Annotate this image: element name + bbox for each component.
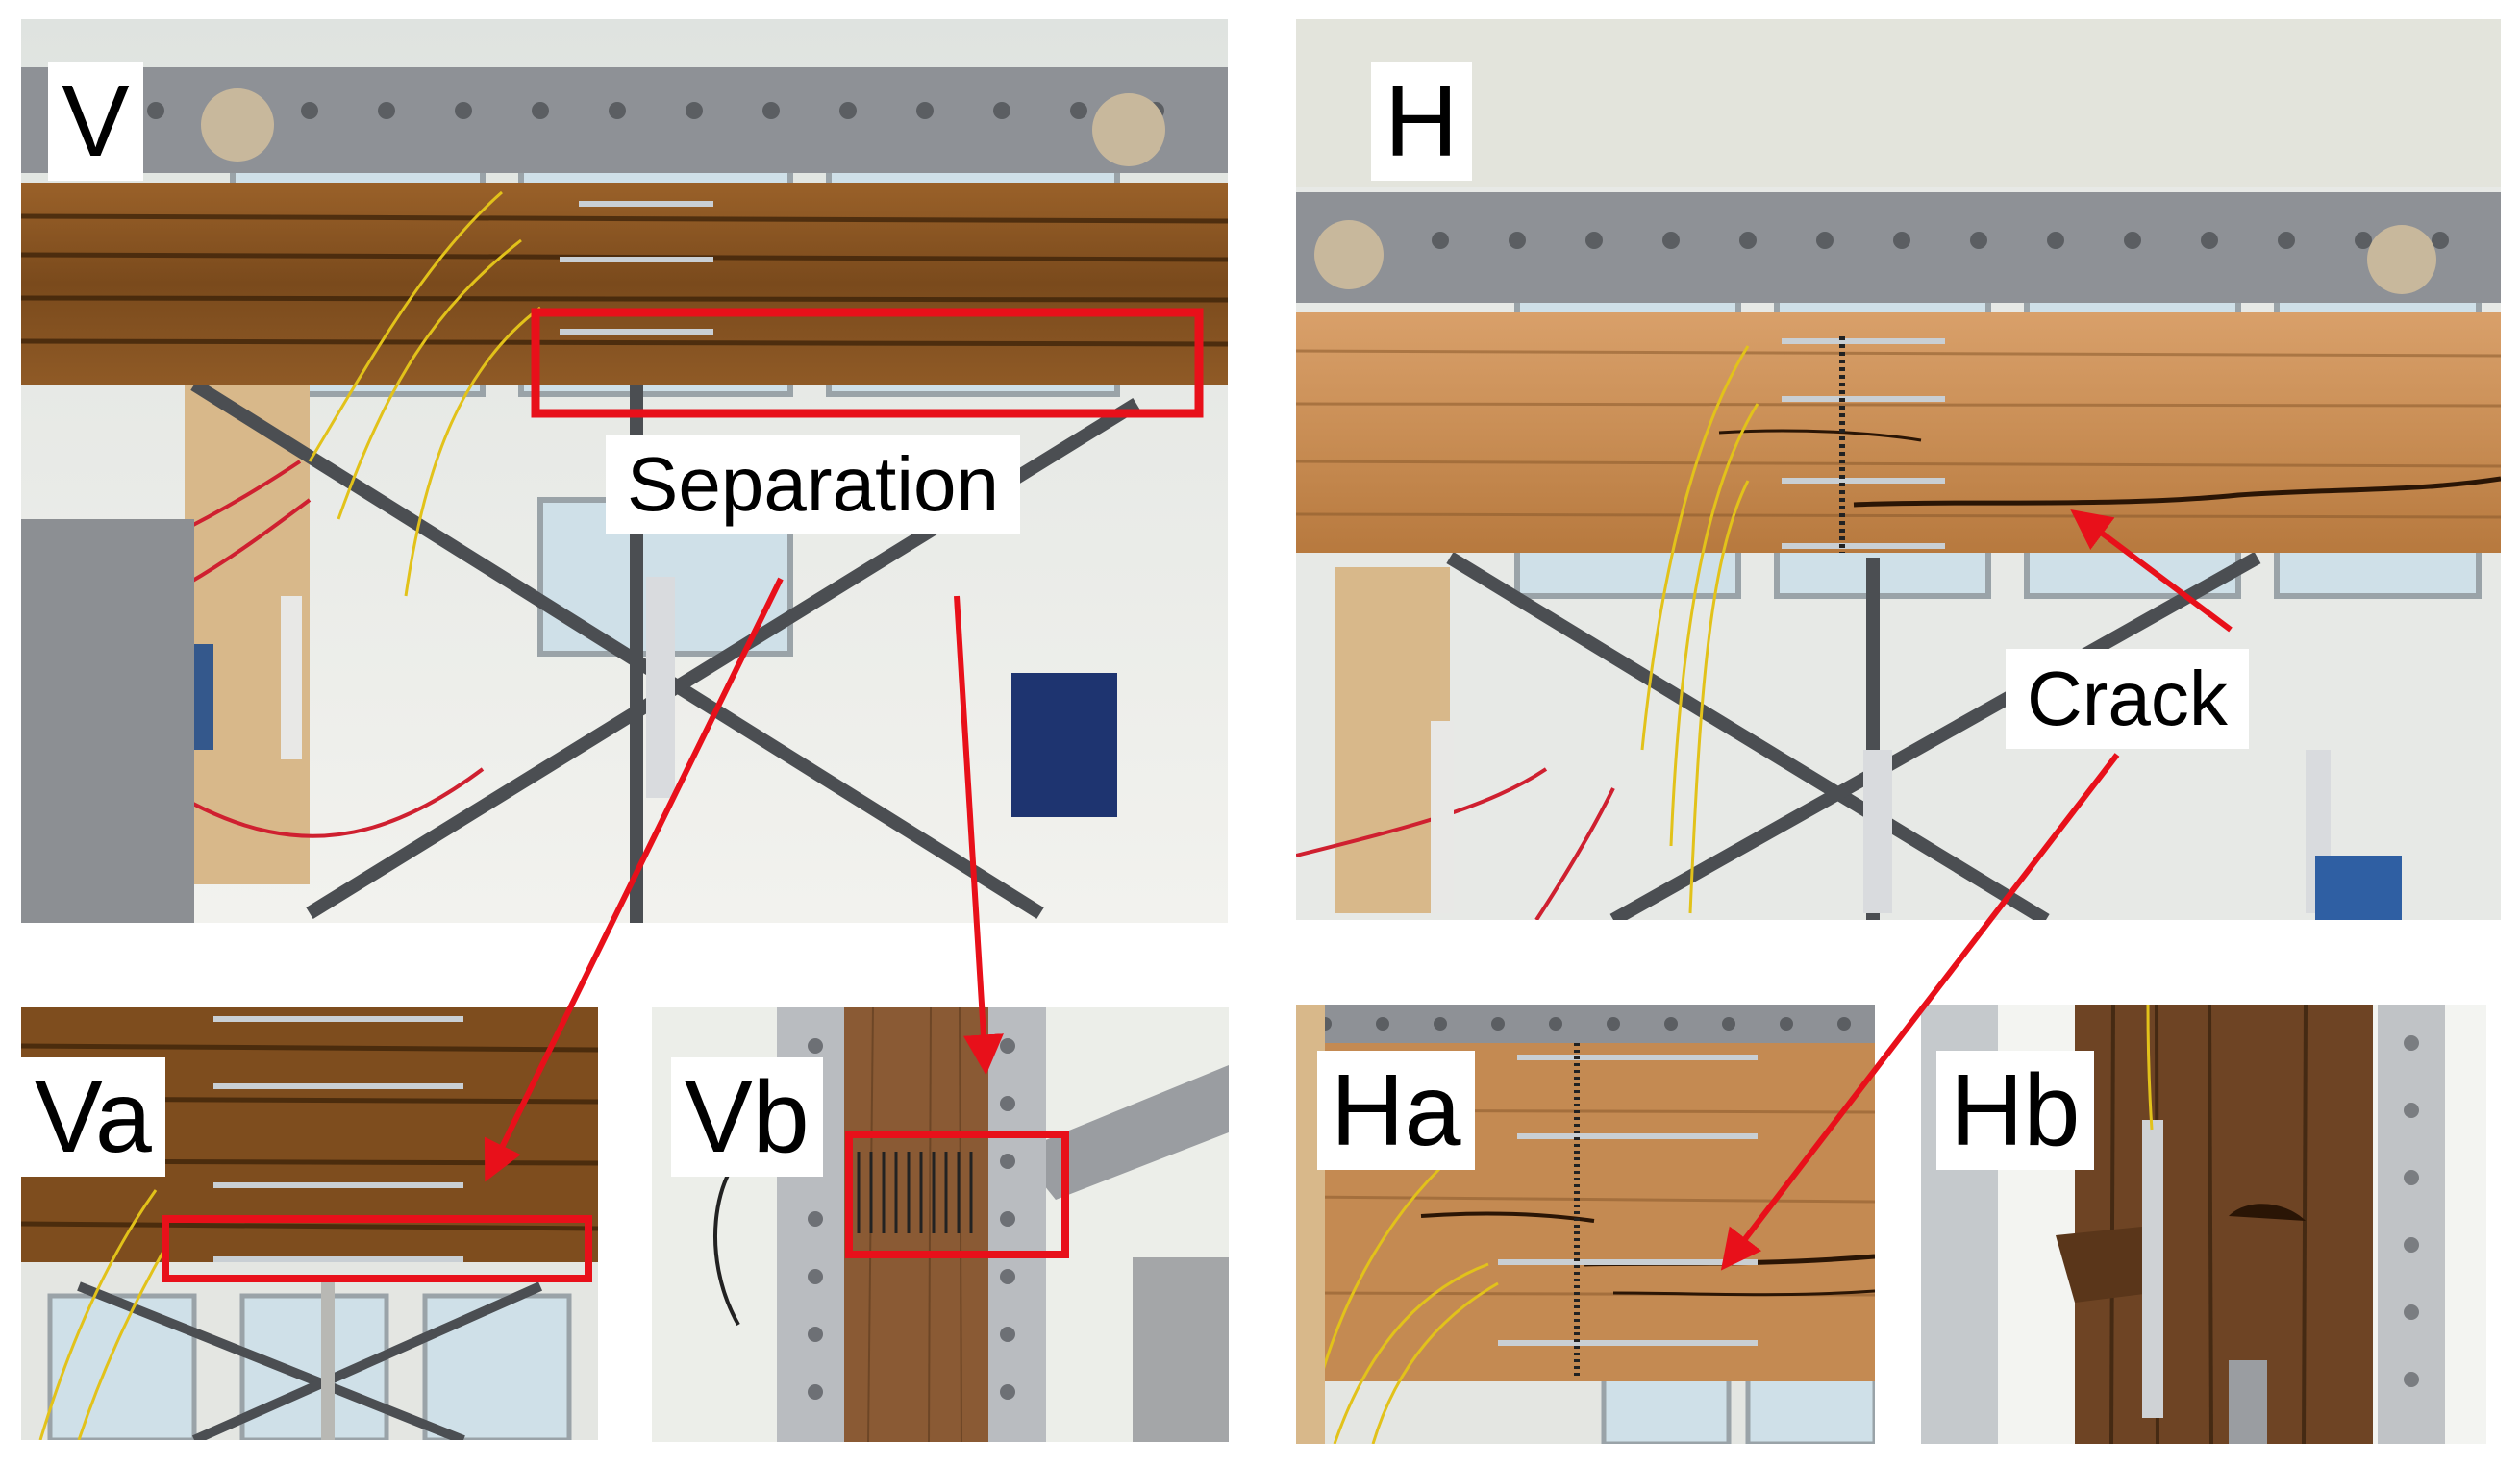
separation-highlight-box-va [162, 1215, 592, 1282]
beam-h-photo [1296, 19, 2501, 920]
panel-label-ha: Ha [1317, 1051, 1475, 1170]
panel-label-va: Va [21, 1057, 165, 1177]
panel-label-v: V [48, 62, 143, 181]
separation-highlight-box-vb [845, 1131, 1069, 1258]
panel-label-vb: Vb [671, 1057, 823, 1177]
panel-label-hb: Hb [1936, 1051, 2094, 1170]
photo-panel-vb: Vb [652, 1007, 1229, 1442]
photo-panel-va: Va [21, 1007, 598, 1440]
panel-label-h: H [1371, 62, 1472, 181]
separation-callout: Separation [606, 435, 1020, 534]
photo-panel-ha: Ha [1296, 1005, 1875, 1444]
separation-highlight-box-v [531, 308, 1204, 418]
crack-callout: Crack [2006, 649, 2249, 749]
crack-line-h [1853, 476, 2501, 508]
photo-panel-h: H [1296, 19, 2501, 920]
photo-panel-hb: Hb [1921, 1005, 2486, 1444]
